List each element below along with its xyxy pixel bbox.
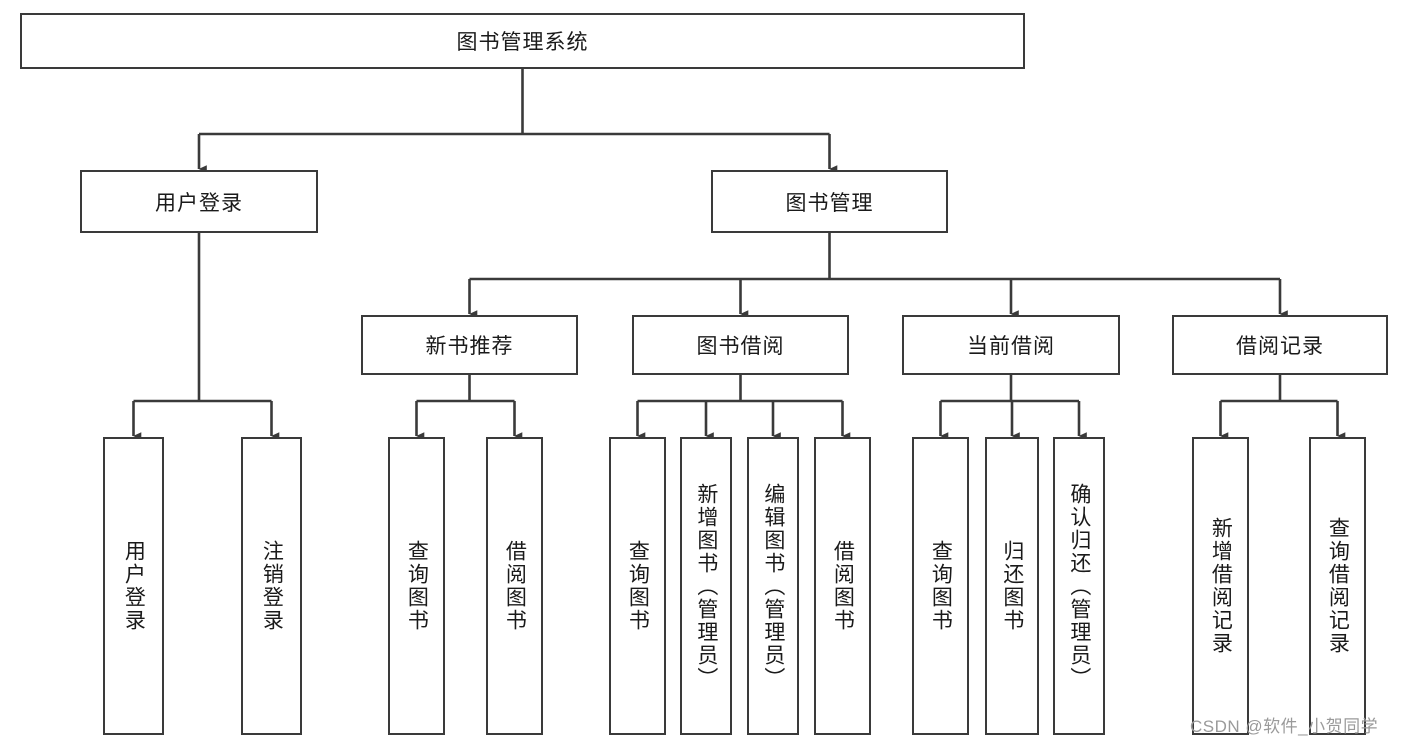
node-label: 新增图书（管理员）	[694, 482, 718, 690]
node-label: 借阅图书	[503, 540, 527, 632]
node-label: 用户登录	[122, 540, 146, 632]
node-leaf-query-book-current[interactable]: 查询图书	[912, 437, 969, 735]
node-label: 查询图书	[929, 540, 953, 632]
node-leaf-user-login[interactable]: 用户登录	[103, 437, 164, 735]
node-label: 注销登录	[260, 540, 284, 632]
node-leaf-confirm-return-admin[interactable]: 确认归还（管理员）	[1053, 437, 1105, 735]
node-borrow-record[interactable]: 借阅记录	[1172, 315, 1388, 375]
node-label: 当前借阅	[967, 335, 1055, 358]
node-leaf-borrow-book-rec[interactable]: 借阅图书	[486, 437, 543, 735]
node-label: 查询图书	[626, 540, 650, 632]
node-label: 归还图书	[1000, 540, 1024, 632]
node-new-book-rec[interactable]: 新书推荐	[361, 315, 578, 375]
node-label: 新书推荐	[425, 335, 514, 358]
node-leaf-borrow-book[interactable]: 借阅图书	[814, 437, 871, 735]
node-label: 查询借阅记录	[1326, 517, 1350, 655]
node-leaf-query-book-rec[interactable]: 查询图书	[388, 437, 445, 735]
node-root[interactable]: 图书管理系统	[20, 13, 1025, 69]
node-label: 用户登录	[155, 191, 243, 215]
node-leaf-query-book-borrow[interactable]: 查询图书	[609, 437, 666, 735]
node-label: 借阅记录	[1236, 335, 1324, 358]
node-label: 新增借阅记录	[1209, 517, 1233, 655]
node-leaf-add-book-admin[interactable]: 新增图书（管理员）	[680, 437, 732, 735]
node-leaf-return-book[interactable]: 归还图书	[985, 437, 1039, 735]
csdn-watermark: CSDN @软件_小贺同学	[1190, 717, 1379, 736]
node-label: 借阅图书	[831, 540, 855, 632]
node-user-login[interactable]: 用户登录	[80, 170, 318, 233]
node-leaf-add-borrow-record[interactable]: 新增借阅记录	[1192, 437, 1249, 735]
node-book-manage[interactable]: 图书管理	[711, 170, 948, 233]
node-leaf-user-logout[interactable]: 注销登录	[241, 437, 302, 735]
node-label: 编辑图书（管理员）	[761, 482, 785, 690]
node-current-borrow[interactable]: 当前借阅	[902, 315, 1120, 375]
node-leaf-edit-book-admin[interactable]: 编辑图书（管理员）	[747, 437, 799, 735]
node-label: 图书管理系统	[456, 31, 589, 54]
node-label: 查询图书	[405, 540, 429, 632]
node-book-borrow[interactable]: 图书借阅	[632, 315, 849, 375]
node-label: 图书借阅	[696, 335, 785, 358]
node-label: 确认归还（管理员）	[1067, 482, 1091, 690]
node-label: 图书管理	[785, 191, 874, 215]
node-leaf-query-borrow-record[interactable]: 查询借阅记录	[1309, 437, 1366, 735]
